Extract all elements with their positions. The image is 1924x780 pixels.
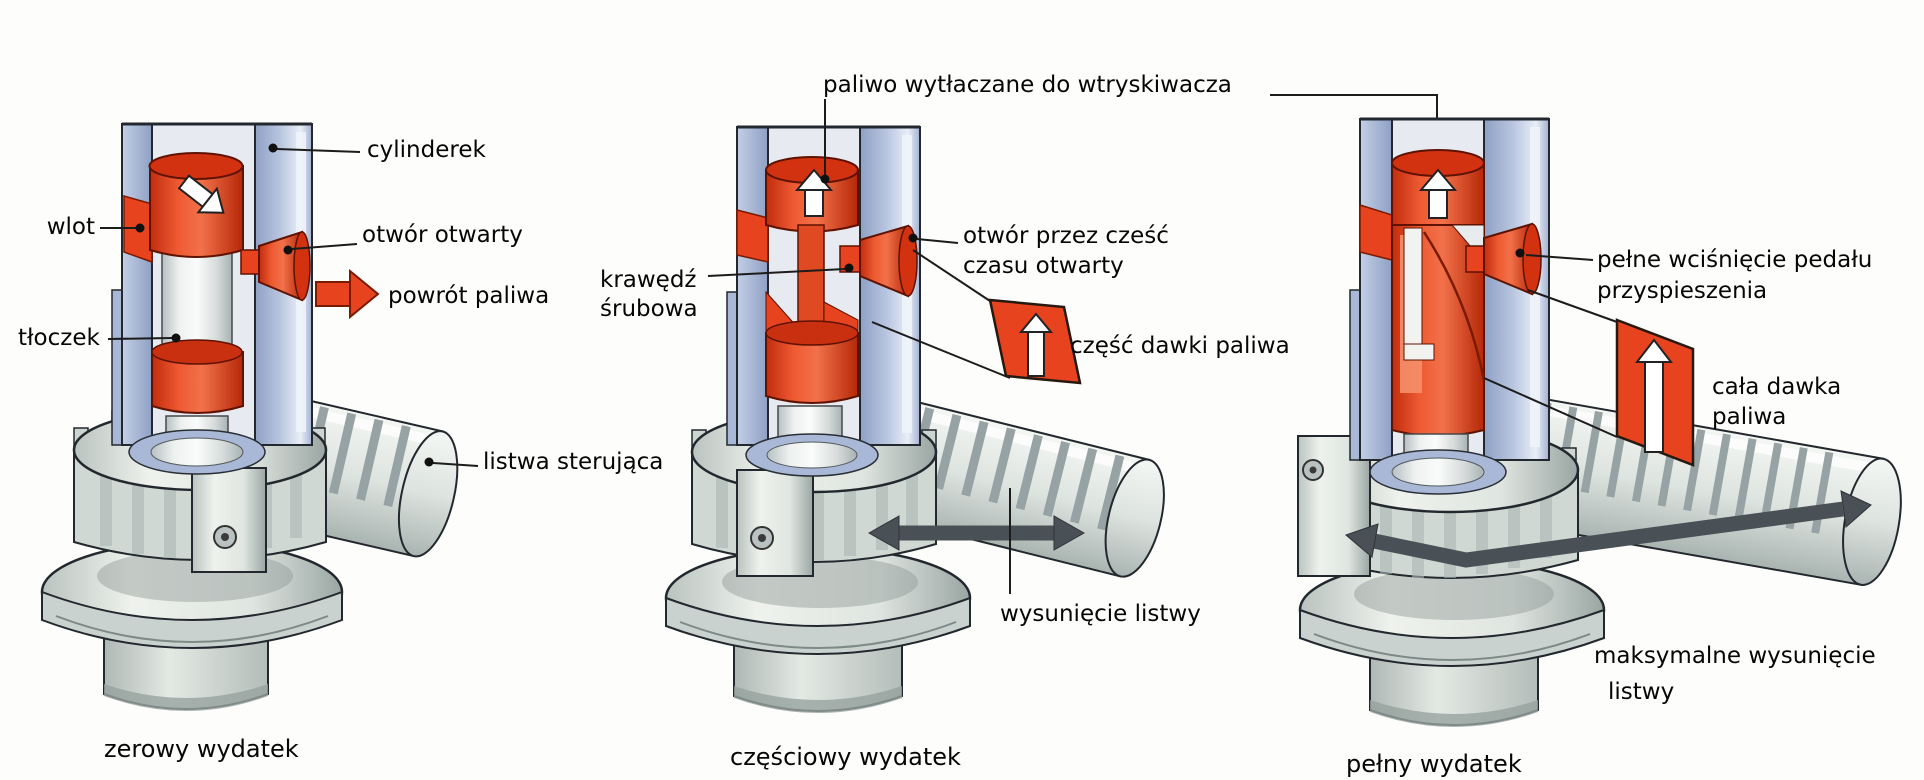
leader-line [276, 148, 361, 153]
spill-cone [839, 224, 918, 298]
leader-line [291, 243, 358, 250]
cylinder-label: cylinderek [367, 137, 486, 163]
panel-zero-delivery: cylinderek wlot otwór otwarty powrót pal… [18, 122, 663, 763]
plunger-helix-ring [765, 332, 859, 404]
inlet-label: wlot [47, 214, 95, 240]
inlet-gallery [736, 209, 769, 263]
panel-partial-delivery: paliwo wytłaczane do wtryskiwacza krawęd… [600, 72, 1442, 771]
caption-full-delivery: pełny wydatek [1346, 750, 1522, 778]
rack-travel-label: wysunięcie listwy [1000, 601, 1201, 627]
leader-line [432, 462, 479, 467]
pump-base [1298, 558, 1606, 727]
helical-edge-strip [797, 224, 825, 336]
open-port-label: otwór otwarty [362, 222, 523, 248]
partial-dose-label: część dawki paliwa [1070, 333, 1290, 359]
full-dose-label-line1: cała dawka [1712, 374, 1841, 400]
dose-gauge-arrow-icon [1018, 312, 1054, 377]
max-rack-travel-label-line2: listwy [1608, 679, 1674, 705]
max-rack-travel-label-line1: maksymalne wysunięcie [1594, 643, 1876, 669]
fuel-return-label: powrót paliwa [388, 283, 549, 309]
plunger-label: tłoczek [18, 325, 100, 351]
panel-full-delivery: pełne wciśnięcie pedału przyspieszenia c… [1297, 117, 1902, 778]
fuel-to-injector-label: paliwo wytłaczane do wtryskiwacza [823, 72, 1232, 98]
helical-groove [1403, 227, 1423, 359]
dose-gauge-arrow-icon [1634, 338, 1674, 453]
plunger [765, 156, 918, 449]
helical-edge-label-line2: śrubowa [600, 296, 698, 322]
full-dose-label-line2: paliwa [1712, 404, 1786, 430]
pump-base [664, 546, 972, 713]
port-partly-open-label-line1: otwór przez cześć [963, 223, 1169, 249]
dose-gauge [871, 249, 1082, 385]
caption-partial-delivery: częściowy wydatek [730, 743, 961, 771]
rack-travel-arrow-icon [1345, 490, 1872, 568]
leader-line [916, 238, 959, 244]
rack-clamp [736, 469, 814, 577]
pedal-full-press-label-line2: przyspieszenia [1597, 278, 1767, 304]
fuel-in-arrow-icon [177, 174, 225, 214]
port-partly-open-label-line2: czasu otwarty [963, 253, 1124, 279]
spill-cone [1465, 222, 1542, 296]
dose-gauge [1483, 289, 1695, 467]
plunger-helix-ring [151, 351, 244, 414]
plunger [148, 152, 311, 449]
leader-line [707, 268, 846, 277]
fuel-return-arrow-icon [315, 268, 380, 320]
leader-line [1525, 254, 1594, 261]
plunger [1391, 149, 1542, 459]
rack-clamp [191, 467, 267, 573]
caption-zero-delivery: zerowy wydatek [104, 735, 299, 763]
fuel-delivery-arrow-icon [1418, 168, 1458, 219]
helical-edge-label-line1: krawędź [600, 267, 697, 293]
inlet-gallery [1359, 203, 1393, 261]
control-rack-label: listwa sterująca [483, 449, 663, 475]
rack-travel-arrow-icon [867, 515, 1086, 551]
leader-line [107, 337, 173, 340]
pedal-full-press-label-line1: pełne wciśnięcie pedału [1597, 247, 1872, 273]
